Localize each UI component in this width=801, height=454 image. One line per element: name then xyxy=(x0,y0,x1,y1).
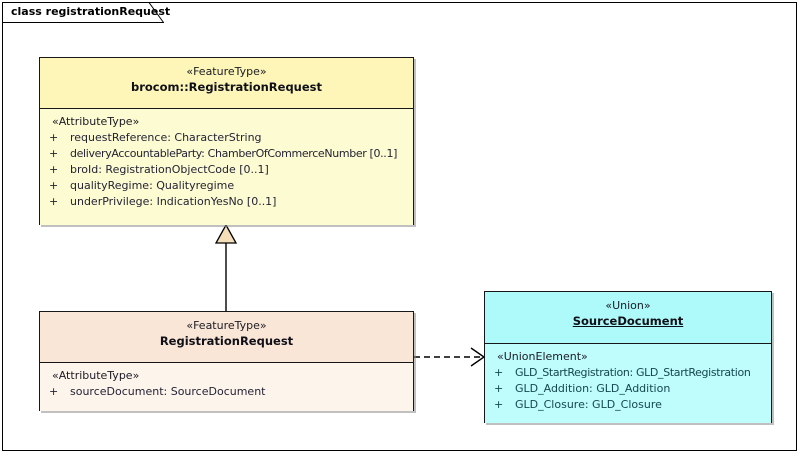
attribute-row[interactable]: + GLD_Closure: GLD_Closure xyxy=(485,397,771,413)
class-box-registration-request[interactable]: «FeatureType» RegistrationRequest «Attri… xyxy=(39,311,414,411)
class-name: SourceDocument xyxy=(572,314,684,328)
attribute-row[interactable]: + qualityRegime: Qualityregime xyxy=(40,178,413,194)
class-header: «FeatureType» brocom::RegistrationReques… xyxy=(40,58,413,108)
compartment-divider xyxy=(40,362,413,363)
attribute-compartment-stereotype: «UnionElement» xyxy=(497,350,588,363)
class-header: «Union» SourceDocument xyxy=(485,292,771,343)
class-name: brocom::RegistrationRequest xyxy=(130,80,323,94)
attribute-row[interactable]: + sourceDocument: SourceDocument xyxy=(40,384,413,400)
class-stereotype: «FeatureType» xyxy=(186,65,267,78)
attribute-row[interactable]: + underPrivilege: IndicationYesNo [0..1] xyxy=(40,194,413,210)
attribute-label: requestReference: CharacterString xyxy=(70,131,262,144)
attributes-compartment: «AttributeType» + requestReference: Char… xyxy=(40,109,413,225)
dependency-connector[interactable] xyxy=(414,347,486,367)
attribute-visibility: + xyxy=(49,131,59,144)
compartment-divider xyxy=(485,343,771,344)
attribute-label: GLD_Addition: GLD_Addition xyxy=(515,382,671,395)
attribute-visibility: + xyxy=(494,382,504,395)
attribute-label: qualityRegime: Qualityregime xyxy=(70,179,235,192)
attribute-label: broId: RegistrationObjectCode [0..1] xyxy=(70,163,269,176)
class-stereotype: «FeatureType» xyxy=(186,319,267,332)
class-header: «FeatureType» RegistrationRequest xyxy=(40,312,413,362)
attributes-compartment: «UnionElement» + GLD_StartRegistration: … xyxy=(485,344,771,423)
class-box-source-document[interactable]: «Union» SourceDocument «UnionElement» + … xyxy=(484,291,772,423)
class-stereotype: «Union» xyxy=(605,299,651,312)
class-name: RegistrationRequest xyxy=(159,334,294,348)
attribute-row[interactable]: + GLD_StartRegistration: GLD_StartRegist… xyxy=(485,365,771,381)
attribute-visibility: + xyxy=(49,385,59,398)
attribute-visibility: + xyxy=(49,163,59,176)
generalization-arrowhead xyxy=(214,223,238,244)
attribute-row[interactable]: + broId: RegistrationObjectCode [0..1] xyxy=(40,162,413,178)
attribute-label: GLD_Closure: GLD_Closure xyxy=(515,398,662,411)
attribute-label: deliveryAccountableParty: ChamberOfComme… xyxy=(70,147,398,160)
class-box-brocom-registration-request[interactable]: «FeatureType» brocom::RegistrationReques… xyxy=(39,57,414,225)
attributes-compartment: «AttributeType» + sourceDocument: Source… xyxy=(40,363,413,411)
title-tab-shape xyxy=(2,2,164,23)
attribute-compartment-stereotype: «AttributeType» xyxy=(52,115,140,128)
attribute-visibility: + xyxy=(494,366,504,379)
attribute-row[interactable]: + GLD_Addition: GLD_Addition xyxy=(485,381,771,397)
attribute-label: sourceDocument: SourceDocument xyxy=(70,385,266,398)
attribute-visibility: + xyxy=(49,179,59,192)
dependency-arrowhead xyxy=(470,347,486,367)
compartment-divider xyxy=(40,108,413,109)
attribute-row[interactable]: + deliveryAccountableParty: ChamberOfCom… xyxy=(40,146,413,162)
diagram-title: class registrationRequest xyxy=(11,5,171,18)
attribute-visibility: + xyxy=(49,195,59,208)
attribute-row[interactable]: + requestReference: CharacterString xyxy=(40,130,413,146)
diagram-title-tab[interactable]: class registrationRequest xyxy=(2,2,170,23)
attribute-label: GLD_StartRegistration: GLD_StartRegistra… xyxy=(515,366,751,379)
attribute-label: underPrivilege: IndicationYesNo [0..1] xyxy=(70,195,277,208)
attribute-compartment-stereotype: «AttributeType» xyxy=(52,369,140,382)
attribute-visibility: + xyxy=(494,398,504,411)
generalization-connector[interactable] xyxy=(214,223,238,311)
attribute-visibility: + xyxy=(49,147,59,160)
